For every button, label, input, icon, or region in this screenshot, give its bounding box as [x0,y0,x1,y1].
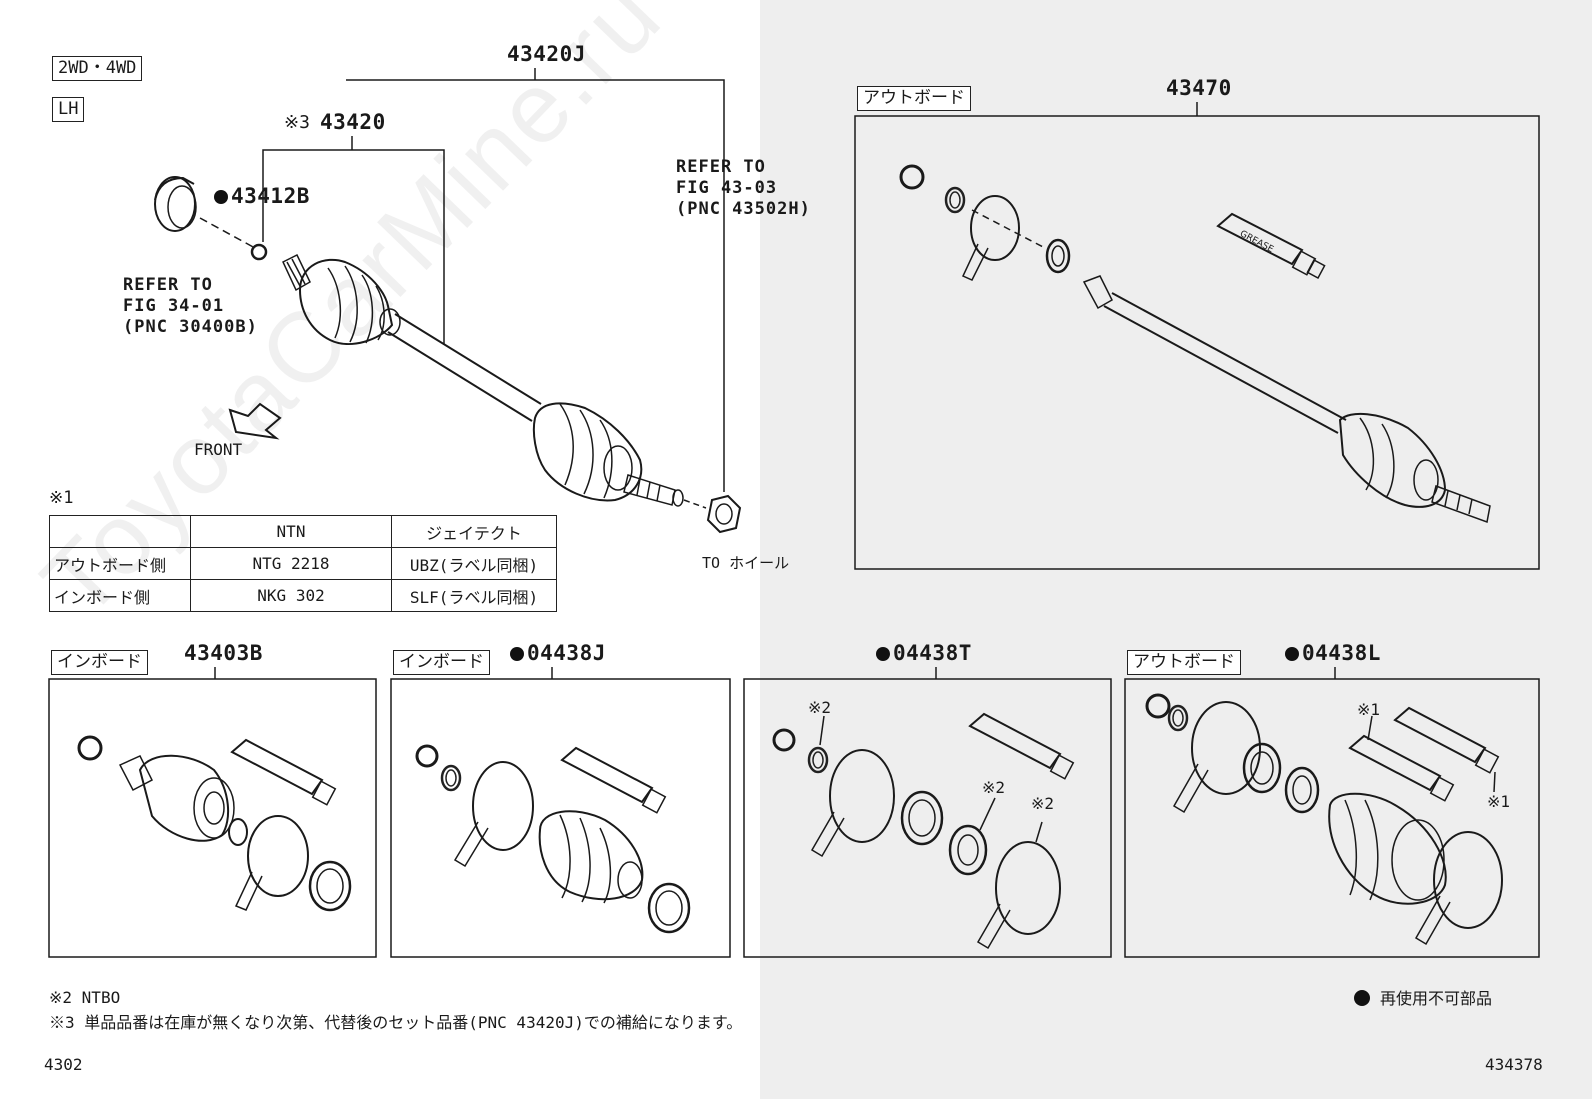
side-tag: LH [52,97,85,122]
table-cell: NTG 2218 [190,547,392,580]
kit-label-outboard: アウトボード [1127,650,1241,675]
refer-line: FIG 34-01 [123,296,225,316]
drive-tag: 2WD・4WD [52,56,143,81]
non-reusable-dot-icon [510,647,524,661]
non-reusable-dot-icon [214,190,228,204]
kit-part-number: 04438J [510,643,606,664]
leader-43420j [346,79,725,492]
table-cell: インボード側 [49,579,191,612]
refer-line: (PNC 30400B) [123,317,258,337]
front-label: FRONT [194,440,243,459]
kit-pn-text: 04438L [1302,641,1381,665]
footnote-3: ※3 単品品番は在庫が無くなり次第、代替後のセット品番(PNC 43420J)で… [49,1013,743,1032]
inboard-clip [250,243,268,261]
right-background-panel [760,0,1592,1099]
refer-line: REFER TO [676,157,766,177]
grease-tube-icon [560,746,667,814]
kit-04438l-panel [1124,667,1540,958]
table-cell: UBZ(ラベル同梱) [391,547,557,580]
to-wheel-label: TO ホイール [702,554,790,572]
bearing-part-number: 43412B [214,186,310,207]
table-header-cell: NTN [190,515,392,548]
grease-tube-icon [968,712,1075,780]
kit-part-number: 04438L [1285,643,1381,664]
shaft-part-number: 43420 [320,110,386,134]
kit-part-number: 04438T [876,643,972,664]
table-header-cell: ジェイテクト [391,515,557,548]
assembly-part-number: 43420J [507,42,586,66]
footer-right-code: 434378 [1485,1055,1543,1074]
seal-maker-table: NTN ジェイテクト アウトボード側 NTG 2218 UBZ(ラベル同梱) イ… [49,515,557,612]
kit-43403b-panel [48,667,377,958]
kit-label-inboard: インボード [393,650,490,675]
hub-nut [706,494,742,534]
outboard-43470-panel [854,102,1540,570]
kit-mark: ※2 [1031,794,1055,813]
non-reusable-dot-icon [1285,647,1299,661]
main-shaft [387,313,542,422]
outboard-part-number: 43470 [1166,76,1232,100]
refer-line: REFER TO [123,275,213,295]
bearing-43412b [154,176,197,232]
outboard-panel-label: アウトボード [857,86,971,111]
kit-label-inboard: インボード [51,650,148,675]
table-cell: SLF(ラベル同梱) [391,579,557,612]
main-drive-shaft-diagram [154,68,742,534]
footer-left-code: 4302 [44,1055,83,1074]
table-note-mark: ※1 [49,488,74,508]
kit-mark: ※1 [1487,792,1511,811]
kit-mark: ※1 [1357,700,1381,719]
grease-tube-icon [230,738,337,806]
table-row: インボード側 NKG 302 SLF(ラベル同梱) [49,579,557,612]
grease-tube-icon [1393,706,1500,774]
inboard-boot [298,258,401,345]
outboard-boot [532,402,643,502]
inboard-spline [282,253,311,292]
grease-tube-icon [1348,734,1455,802]
table-cell: アウトボード側 [49,547,191,580]
table-header-row: NTN ジェイテクト [49,515,557,548]
footnote-2: ※2 NTBO [49,988,121,1007]
legend: 再使用不可部品 [1354,990,1492,1007]
refer-line: (PNC 43502H) [676,199,811,219]
table-header-cell [49,515,191,548]
bearing-pn-text: 43412B [231,184,310,208]
leader-43420 [262,149,445,345]
kit-pn-text: 04438T [893,641,972,665]
non-reusable-dot-icon [876,647,890,661]
kit-04438t-panel [743,667,1112,958]
kit-04438j-panel [390,667,731,958]
front-arrow-icon [228,402,282,440]
kit-mark: ※2 [982,778,1006,797]
grease-tube-icon [1216,212,1326,280]
shaft-note-mark: ※3 [284,112,310,133]
table-row: アウトボード側 NTG 2218 UBZ(ラベル同梱) [49,547,557,580]
table-cell: NKG 302 [190,579,392,612]
legend-text: 再使用不可部品 [1380,989,1493,1008]
kit-part-number: 43403B [184,641,263,665]
kit-mark: ※2 [808,698,832,717]
kit-pn-text: 04438J [527,641,606,665]
outboard-spline [623,474,684,507]
refer-line: FIG 43-03 [676,178,778,198]
non-reusable-dot-icon [1354,990,1370,1006]
